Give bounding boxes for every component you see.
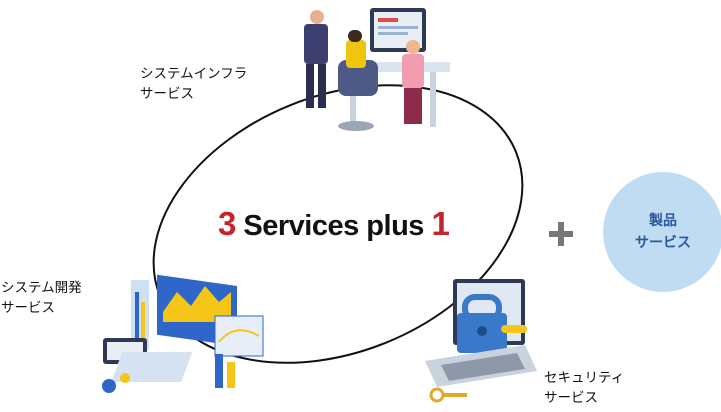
product-label-line2: サービス <box>635 235 691 251</box>
security-label-line1: セキュリティ <box>544 370 625 386</box>
development-dashboard-illustration <box>102 274 264 393</box>
service-label-security: セキュリティ サービス <box>544 368 624 408</box>
dev-label-line2: サービス <box>1 300 55 316</box>
product-service-circle: 製品 サービス <box>603 172 721 292</box>
product-label-line1: 製品 <box>649 213 677 229</box>
infra-label-line1: システムインフラ <box>140 66 248 82</box>
services-plus-title: 3 Services plus 1 <box>218 205 450 243</box>
infra-label-line2: サービス <box>140 86 194 102</box>
security-label-line2: サービス <box>544 390 598 406</box>
service-label-development: システム開発 サービス <box>1 278 82 318</box>
plus-icon <box>549 222 573 246</box>
title-number-3: 3 <box>218 205 236 242</box>
security-laptop-illustration <box>425 279 537 403</box>
infrastructure-team-illustration <box>304 8 450 131</box>
dev-label-line1: システム開発 <box>1 280 82 296</box>
title-text: Services plus <box>243 210 424 242</box>
service-label-infrastructure: システムインフラ サービス <box>140 64 247 104</box>
title-number-1: 1 <box>431 205 450 242</box>
